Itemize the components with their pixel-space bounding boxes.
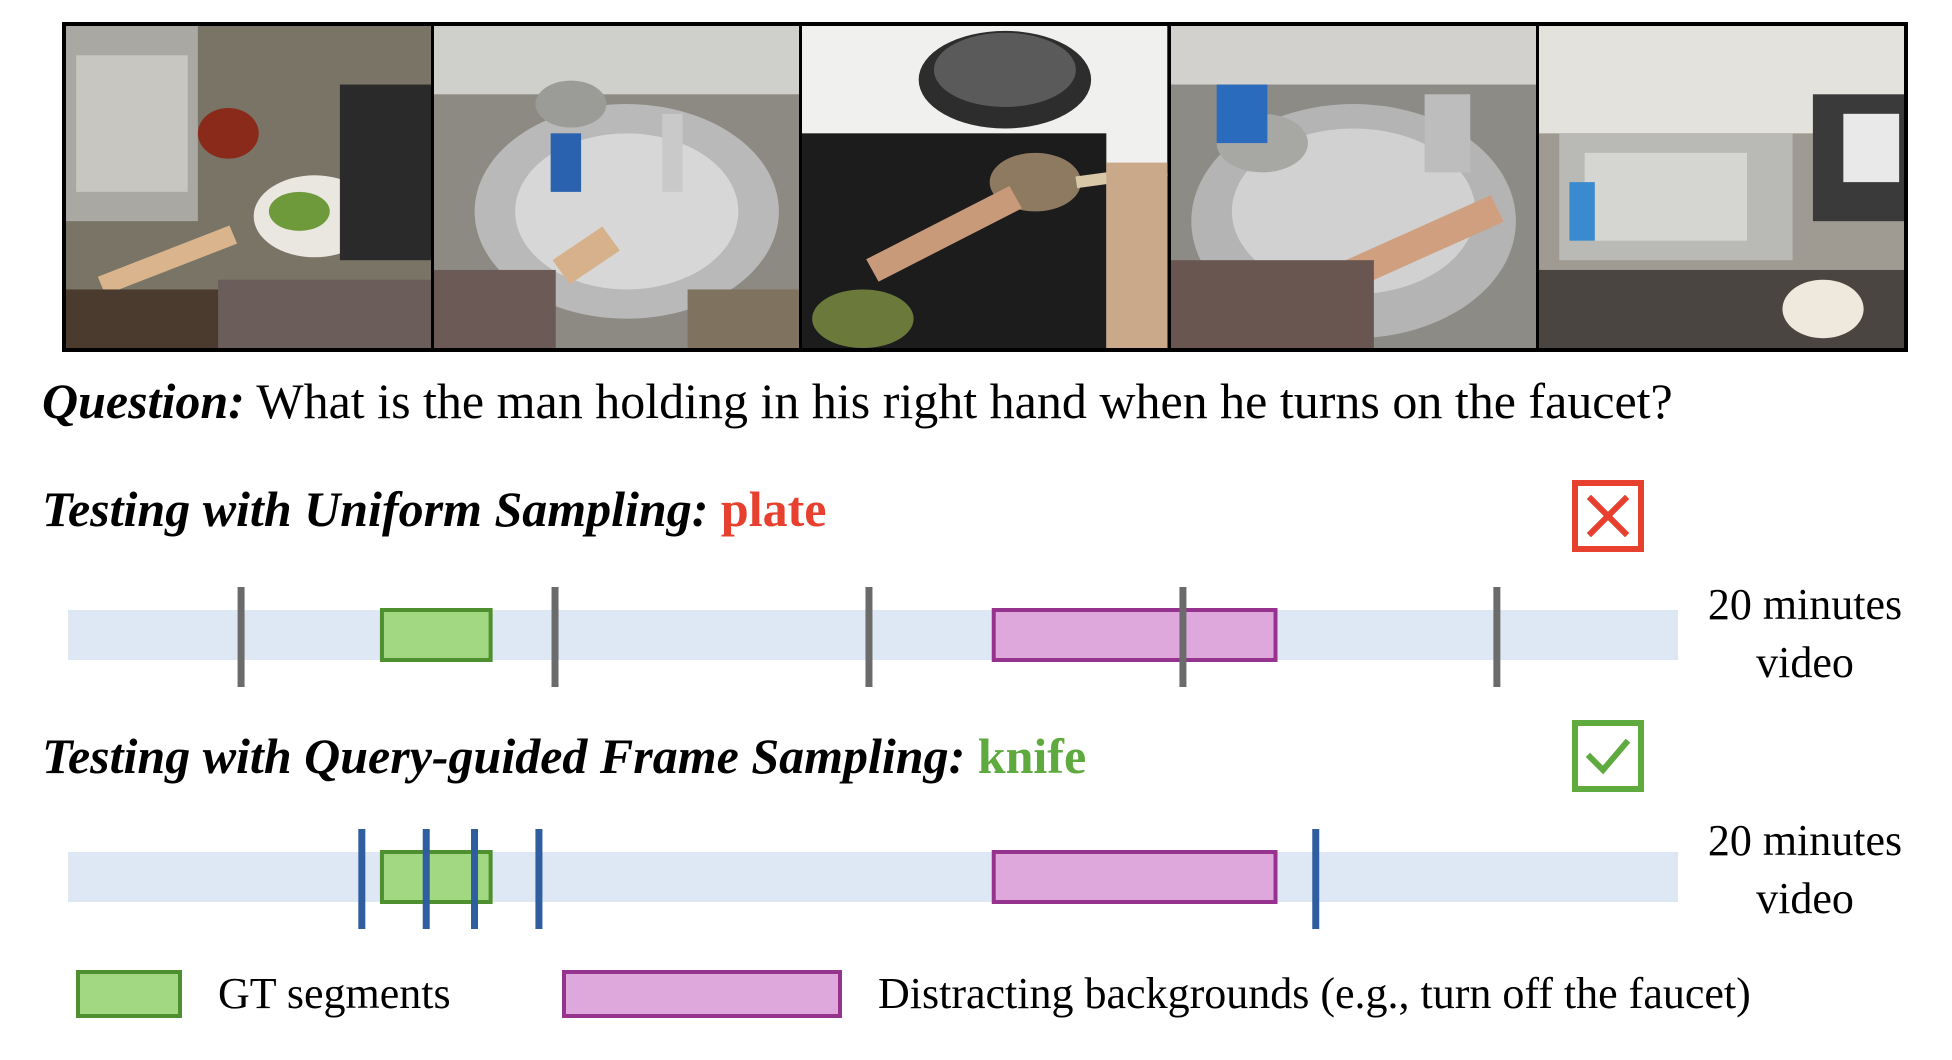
video-frame-1	[66, 26, 435, 348]
uniform-video-duration: 20 minutes video	[1690, 576, 1920, 692]
video-track	[68, 610, 1678, 660]
query-guided-sampling-answer: knife	[977, 728, 1087, 784]
question-text: What is the man holding in his right han…	[244, 373, 1673, 429]
video-frame-2	[434, 26, 803, 348]
uniform-sampling-timeline	[68, 587, 1678, 687]
question-label: Question:	[42, 373, 245, 429]
question: Question: What is the man holding in his…	[42, 372, 1673, 430]
legend-gt-label: GT segments	[218, 969, 451, 1018]
legend-distract-swatch	[562, 970, 842, 1018]
video-frame-5	[1538, 26, 1905, 348]
video-track	[68, 852, 1678, 902]
guided-video-duration: 20 minutes video	[1690, 812, 1920, 928]
distracting-segment	[991, 608, 1278, 662]
distracting-segment	[991, 850, 1278, 904]
video-frame-3	[802, 26, 1171, 348]
correct-answer-icon	[1572, 720, 1644, 792]
guided-duration-line1: 20 minutes	[1707, 816, 1903, 865]
video-frame-strip	[62, 22, 1908, 352]
query-guided-sampling-title: Testing with Query-guided Frame Sampling…	[42, 728, 978, 784]
query-guided-sampling-timeline	[68, 829, 1678, 929]
uniform-sampling-answer: plate	[720, 481, 827, 537]
video-frame-4	[1170, 26, 1539, 348]
uniform-sampling-title: Testing with Uniform Sampling:	[42, 481, 721, 537]
legend-gt-swatch	[76, 970, 182, 1018]
query-guided-sampling-heading: Testing with Query-guided Frame Sampling…	[42, 727, 1086, 785]
uniform-duration-line2: video	[1756, 638, 1854, 687]
uniform-sampling-heading: Testing with Uniform Sampling: plate	[42, 480, 826, 538]
uniform-duration-line1: 20 minutes	[1707, 580, 1903, 629]
gt-segment	[379, 608, 493, 662]
wrong-answer-icon	[1572, 480, 1644, 552]
guided-duration-line2: video	[1756, 874, 1854, 923]
legend-distract-label: Distracting backgrounds (e.g., turn off …	[878, 969, 1751, 1018]
